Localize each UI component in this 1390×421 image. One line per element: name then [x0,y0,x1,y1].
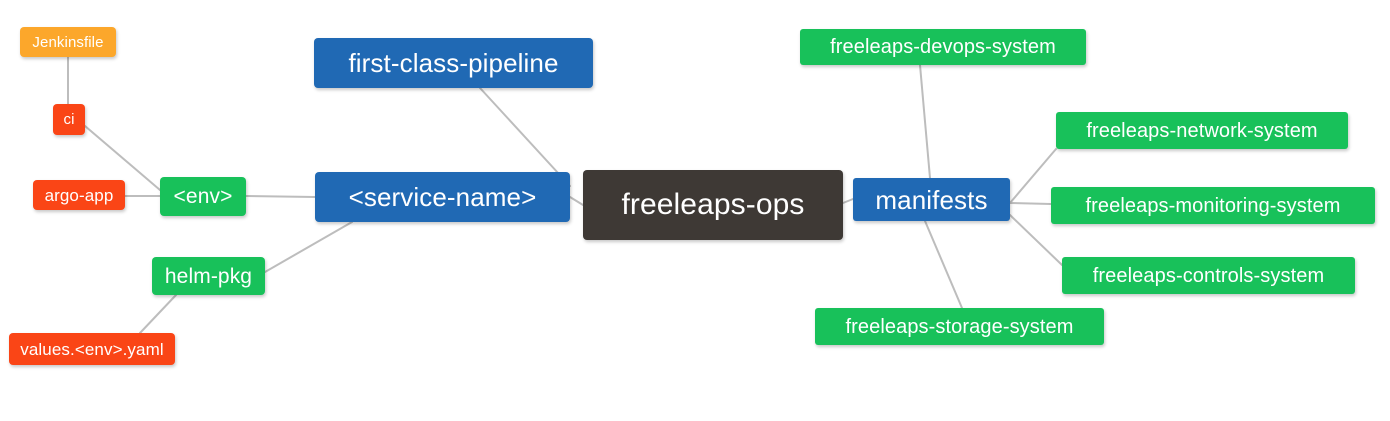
node-label-root: freeleaps-ops [621,188,805,221]
mindmap-node-values-env-yaml[interactable]: values.<env>.yaml [9,333,175,365]
node-label-ci: ci [63,111,75,128]
node-label-first-class-pipeline: first-class-pipeline [348,48,559,78]
edge-service-name-to-helm-pkg [264,221,353,273]
node-label-freeleaps-monitoring-system: freeleaps-monitoring-system [1085,194,1341,217]
node-label-freeleaps-network-system: freeleaps-network-system [1086,119,1318,142]
node-label-values-env-yaml: values.<env>.yaml [20,339,164,359]
mindmap-node-helm-pkg[interactable]: helm-pkg [152,257,265,295]
mindmap-node-service-name[interactable]: <service-name> [315,172,570,222]
mindmap-node-root[interactable]: freeleaps-ops [583,170,843,240]
mindmap-node-env[interactable]: <env> [160,177,246,216]
node-label-manifests: manifests [875,184,988,215]
mindmap-node-freeleaps-monitoring-system[interactable]: freeleaps-monitoring-system [1051,187,1375,224]
node-label-freeleaps-controls-system: freeleaps-controls-system [1092,264,1325,287]
node-label-env: <env> [173,185,233,208]
edge-root-to-service-name [569,196,584,206]
edge-manifests-to-freeleaps-storage-system [924,220,963,309]
mindmap-node-freeleaps-network-system[interactable]: freeleaps-network-system [1056,112,1348,149]
node-label-service-name: <service-name> [348,182,537,212]
mindmap-node-freeleaps-storage-system[interactable]: freeleaps-storage-system [815,308,1104,345]
node-label-freeleaps-storage-system: freeleaps-storage-system [845,315,1074,338]
mindmap-node-freeleaps-devops-system[interactable]: freeleaps-devops-system [800,29,1086,65]
edge-service-name-to-env [245,195,316,198]
edge-root-to-manifests [842,198,854,204]
mindmap-node-manifests[interactable]: manifests [853,178,1010,221]
edge-manifests-to-freeleaps-monitoring-system [1009,202,1052,205]
mindmap-node-first-class-pipeline[interactable]: first-class-pipeline [314,38,593,88]
edge-manifests-to-freeleaps-network-system [1009,148,1057,204]
node-label-argo-app: argo-app [44,185,114,205]
node-label-helm-pkg: helm-pkg [164,264,253,288]
mindmap-node-jenkinsfile[interactable]: Jenkinsfile [20,27,116,57]
edge-manifests-to-freeleaps-devops-system [919,64,931,179]
mindmap-node-freeleaps-controls-system[interactable]: freeleaps-controls-system [1062,257,1355,294]
node-label-freeleaps-devops-system: freeleaps-devops-system [830,36,1056,58]
edge-helm-pkg-to-values-env-yaml [139,294,177,334]
mindmap-node-ci[interactable]: ci [53,104,85,135]
mindmap-node-argo-app[interactable]: argo-app [33,180,125,210]
node-label-jenkinsfile: Jenkinsfile [32,33,104,51]
